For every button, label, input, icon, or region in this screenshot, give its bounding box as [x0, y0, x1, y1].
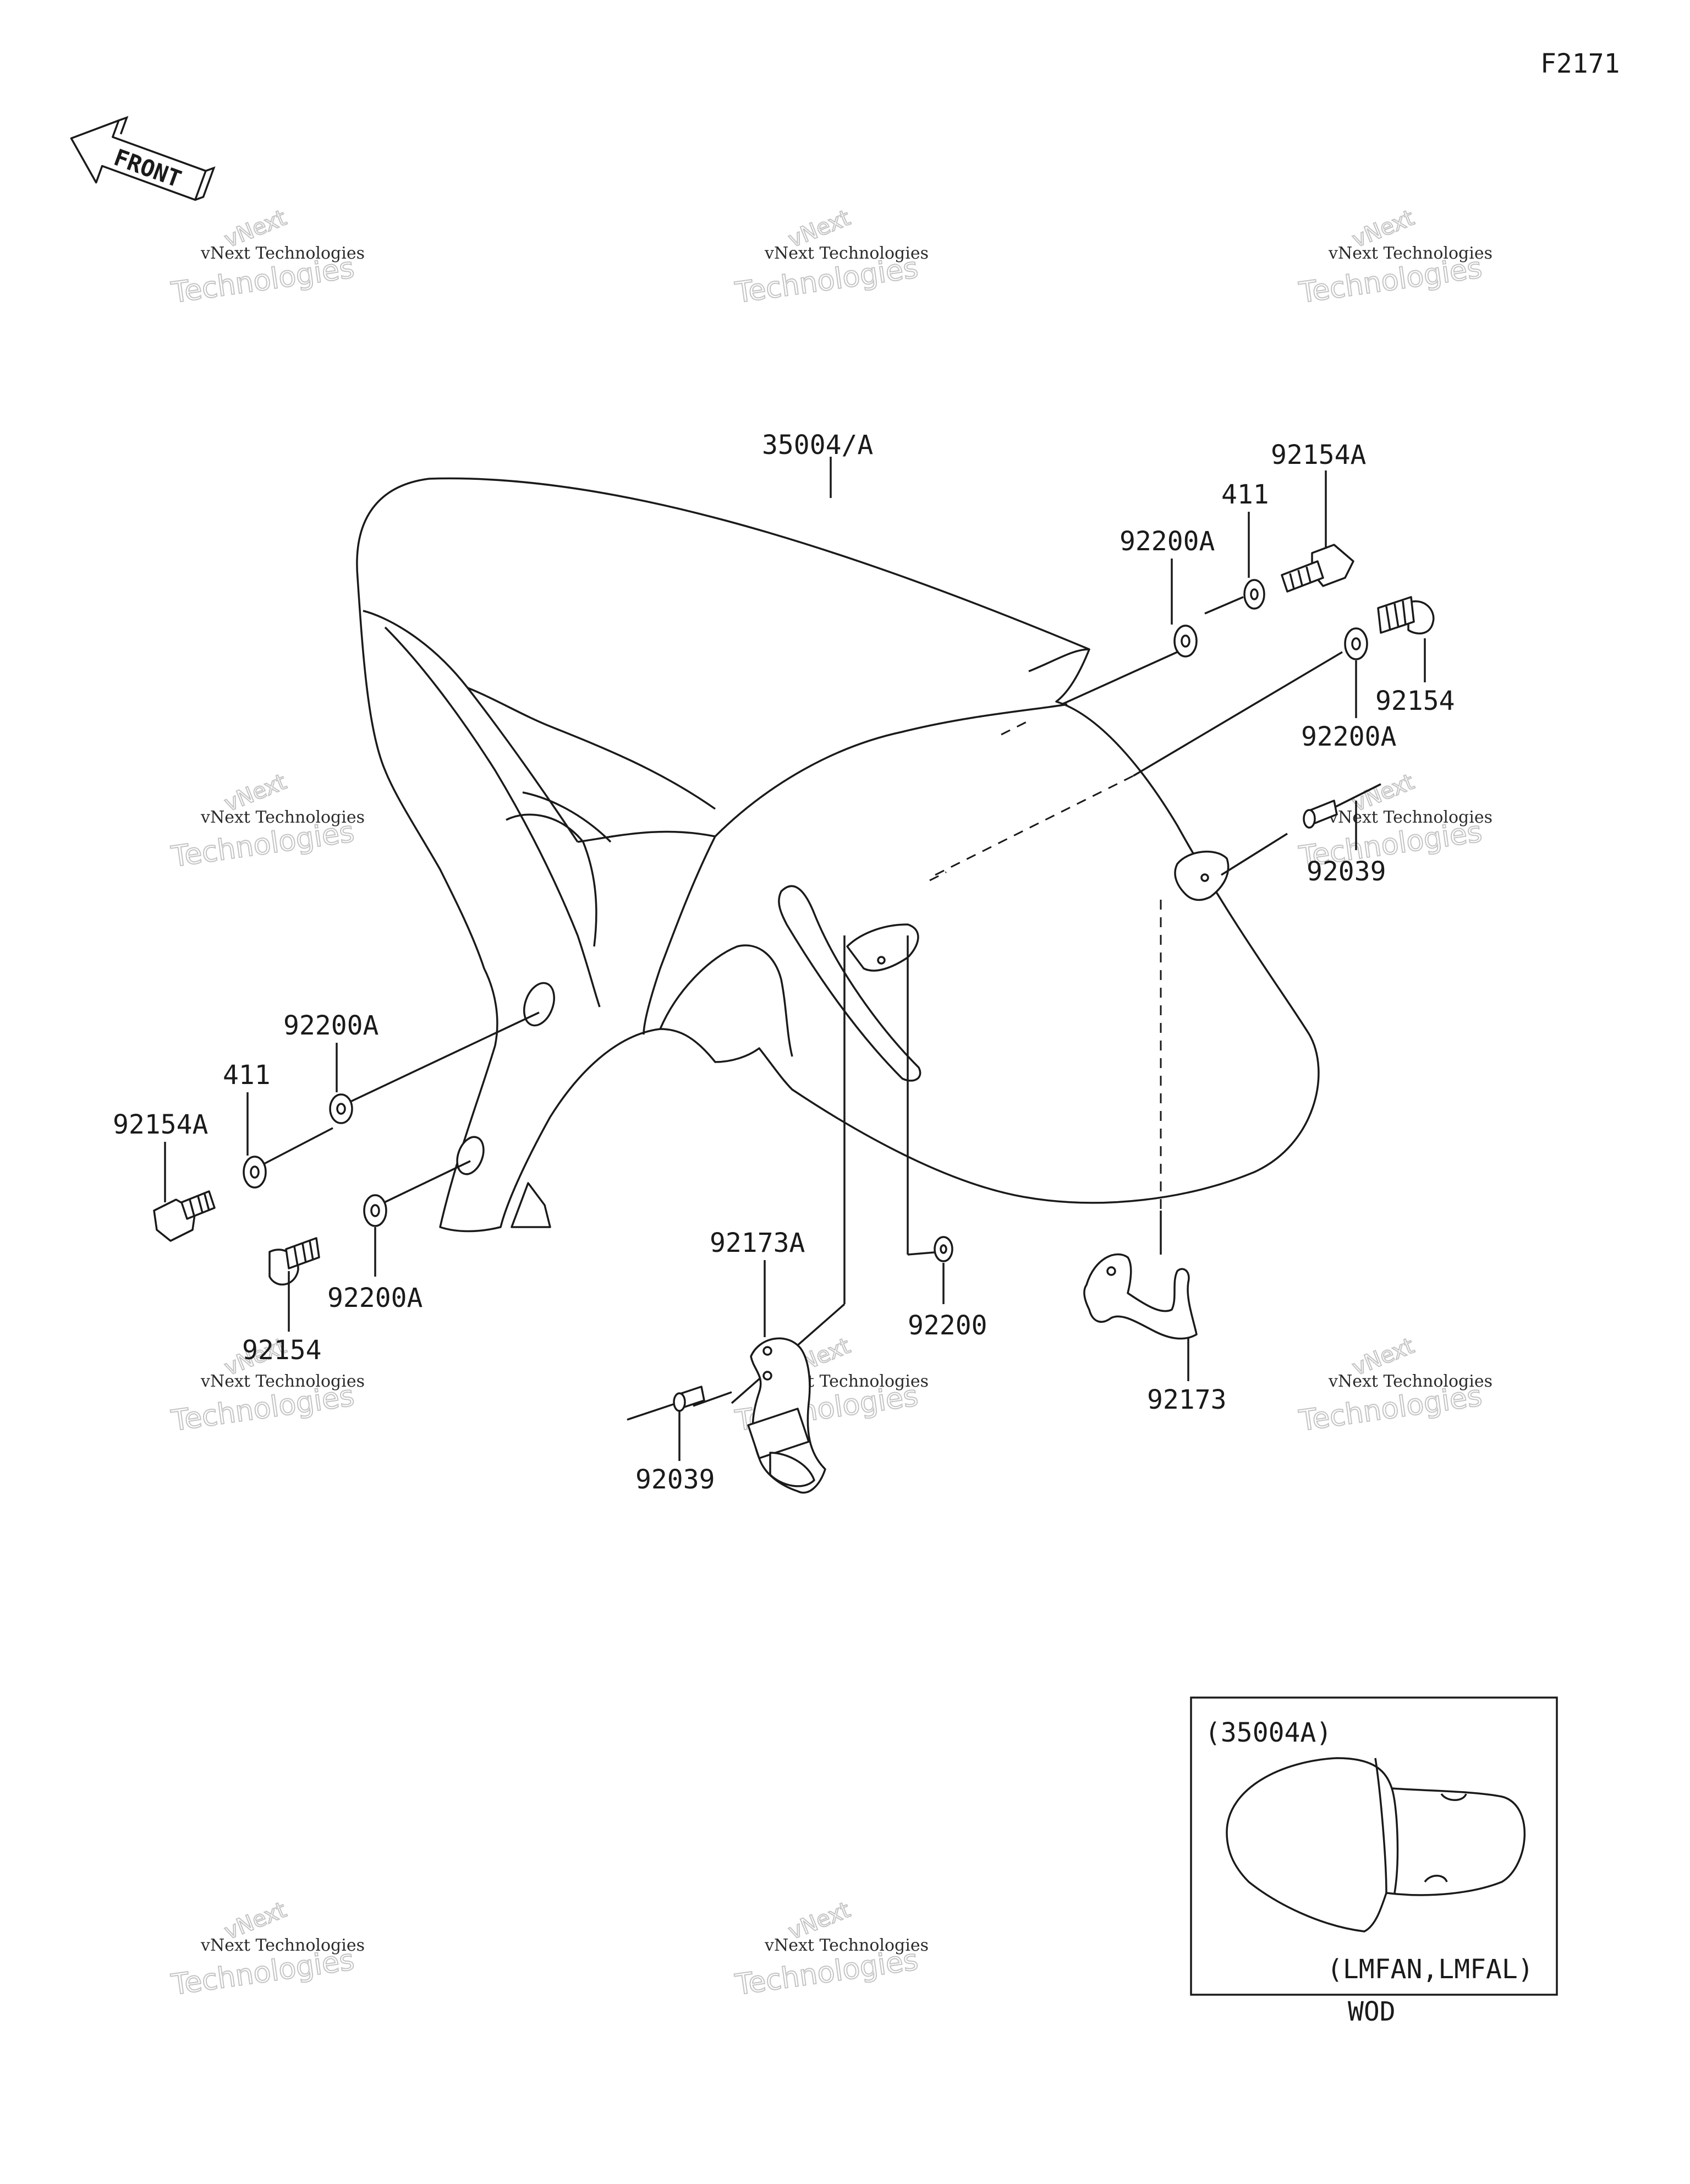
washer-92200A-right-lower: [1344, 627, 1368, 660]
callout-92200A-left-lower: 92200A: [327, 1283, 422, 1313]
watermark-text: vNext Technologies: [1328, 1372, 1493, 1391]
callout-411-right: 411: [1221, 479, 1269, 510]
watermark-text: vNext Technologies: [764, 1936, 929, 1955]
clamp-92173A: [747, 1337, 826, 1494]
callout-92200A-left-upper: 92200A: [283, 1010, 378, 1041]
figure-code: F2171: [1540, 48, 1620, 79]
watermark-text: vNext Technologies: [200, 1936, 365, 1955]
watermark-text: vNext Technologies: [200, 808, 365, 827]
watermark-text: vNext Technologies: [200, 1372, 365, 1391]
watermark-text: vNext Technologies: [1328, 244, 1493, 263]
watermark: vNext vNext Technologies Technologies: [732, 1897, 929, 2002]
inset-fender-icon: [1226, 1757, 1526, 1933]
watermark: vNext vNext Technologies Technologies: [168, 205, 365, 310]
watermark: vNext vNext Technologies Technologies: [1296, 205, 1493, 310]
watermark-text: vNext Technologies: [200, 244, 365, 263]
washer-411-left: [243, 1156, 267, 1189]
watermark: vNext vNext Technologies Technologies: [1296, 1333, 1493, 1438]
callout-92154-right: 92154: [1375, 686, 1455, 716]
inset-part-number: (35004A): [1205, 1717, 1332, 1748]
bolt-92154A-left: [153, 1190, 216, 1242]
watermark-text: vNext Technologies: [764, 244, 929, 263]
callout-92173: 92173: [1147, 1384, 1227, 1415]
washer-92200: [934, 1236, 953, 1262]
callout-92200A-right-upper: 92200A: [1120, 526, 1215, 557]
bolt-92154-right: [1377, 596, 1435, 634]
inset-color-code: WOD: [1348, 1996, 1396, 2027]
callout-92039-right: 92039: [1307, 856, 1386, 887]
washer-92200A-left-lower: [363, 1194, 387, 1227]
callout-92154-left: 92154: [242, 1335, 322, 1366]
washer-411-right: [1243, 579, 1265, 610]
inset-models: (LMFAN,LMFAL): [1327, 1954, 1534, 1985]
watermark: vNext vNext Technologies Technologies: [168, 1897, 365, 2002]
callout-92039-left: 92039: [635, 1464, 715, 1495]
inset-frame: [1190, 1696, 1558, 1996]
callout-35004-A: 35004/A: [762, 430, 873, 461]
callout-92200: 92200: [908, 1310, 987, 1341]
callout-labels: 35004/A 92154A 411 92200A 92154 92200A 9…: [113, 430, 1455, 1495]
watermark: vNext vNext Technologies Technologies: [732, 205, 929, 310]
washer-92200A-left-upper: [329, 1093, 353, 1124]
watermark: vNext vNext Technologies Technologies: [168, 769, 365, 874]
callout-92173A: 92173A: [710, 1228, 805, 1258]
rivet-92039-right: [1303, 783, 1381, 829]
callout-92200A-right-lower: 92200A: [1301, 721, 1396, 752]
bolt-92154-left: [268, 1237, 320, 1286]
callout-411-left: 411: [223, 1060, 271, 1091]
washer-92200A-right-upper: [1173, 625, 1198, 658]
bolt-92154A-right: [1281, 544, 1354, 593]
front-arrow-icon: FRONT: [70, 116, 216, 201]
front-fender-part: [356, 477, 1320, 1233]
inset-35004A: (35004A) (LMFAN,LMFAL): [1190, 1696, 1558, 1996]
callout-92154A-left: 92154A: [113, 1109, 208, 1140]
clamp-92173: [1083, 1253, 1198, 1340]
callout-92154A-right: 92154A: [1271, 440, 1366, 470]
rivet-92039-left: [627, 1386, 705, 1421]
